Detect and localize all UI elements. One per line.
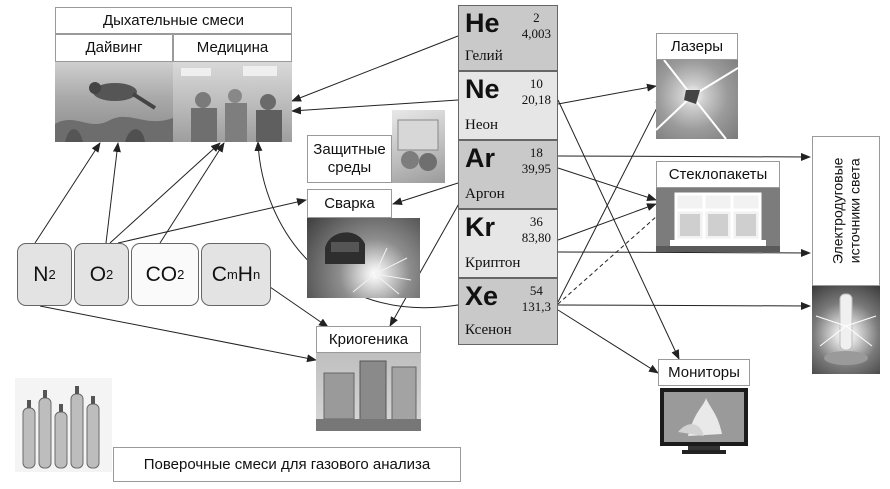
arc-light-sources-text: Электродуговые источники света	[829, 157, 862, 265]
gas-cmhn-base: C	[211, 262, 227, 286]
arrow-ne-monitors	[557, 99, 680, 360]
element-ne-symbol: Ne	[465, 74, 500, 104]
lasers-photo	[656, 60, 738, 139]
gas-n2-base: N	[33, 262, 49, 286]
gas-n2-sub: 2	[48, 267, 56, 282]
gas-cmhn-sub: m	[226, 267, 238, 282]
arrow-co2-medicine	[159, 142, 225, 244]
element-ar-number: 18	[529, 145, 543, 160]
calibration-mixes-label: Поверочные смеси для газового анализа	[113, 447, 461, 482]
cryogenics-photo	[316, 353, 421, 431]
arrow-n2-cryogenics	[39, 305, 317, 363]
diving-photo	[55, 62, 173, 142]
arc-light-sources-label: Электродуговые источники света	[812, 136, 880, 286]
element-kr-mass: 83,80	[521, 229, 551, 245]
element-xe-name: Ксенон	[465, 322, 512, 338]
element-kr-number: 36	[529, 214, 543, 229]
gas-o2-base: O	[89, 262, 107, 286]
glazing-label: Стеклопакеты	[656, 161, 780, 188]
arrow-o2-medicine	[109, 142, 221, 244]
gas-cylinders-photo	[15, 378, 112, 472]
medicine-photo	[173, 62, 292, 142]
element-he-name: Гелий	[465, 48, 503, 64]
arrow-kr-glazing	[557, 203, 657, 241]
arrow-ar-glazing	[557, 167, 657, 202]
element-he-number: 2	[533, 10, 540, 25]
arrow-n2-diving	[34, 142, 101, 244]
element-kr-symbol: Kr	[465, 212, 496, 242]
welding-photo	[307, 218, 420, 298]
arrow-xe-lasers	[557, 95, 664, 303]
arrow-xe-monitors	[557, 309, 659, 374]
monitors-label: Мониторы	[658, 359, 750, 386]
arc-lamp-photo	[812, 286, 880, 374]
arrow-ar-arclamps	[557, 152, 811, 161]
cryogenics-label: Криогеника	[316, 326, 421, 353]
protective-media-label: Защитные среды	[307, 135, 392, 183]
lasers-label: Лазеры	[656, 33, 738, 60]
arrow-xe-arclamps	[557, 301, 811, 310]
arrow-cmhn-cryogenics	[269, 286, 329, 328]
glazing-photo	[656, 188, 780, 252]
breathing-mixes-title: Дыхательные смеси	[55, 7, 292, 34]
element-ar-name: Аргон	[465, 186, 505, 202]
arrow-ne-medicine	[291, 99, 459, 115]
diving-label: Дайвинг	[55, 34, 173, 62]
medicine-label: Медицина	[173, 34, 292, 62]
protective-media-photo	[392, 110, 445, 183]
element-ar-symbol: Ar	[465, 143, 496, 173]
gas-o2-sub: 2	[106, 267, 114, 282]
arrow-ar-welding	[392, 182, 459, 206]
element-ne-name: Неон	[465, 117, 499, 133]
arrow-ne-lasers	[557, 83, 657, 105]
arrow-xe-glazing-dashed	[557, 207, 667, 305]
arrow-ar-cryogenics	[389, 199, 462, 327]
element-ne-number: 10	[529, 76, 543, 91]
element-ne-mass: 20,18	[521, 91, 551, 107]
arrow-he-medicine	[291, 35, 459, 102]
welding-label: Сварка	[307, 189, 392, 218]
arrow-kr-arclamps	[557, 248, 811, 257]
element-xe-number: 54	[529, 283, 543, 298]
element-ar-mass: 39,95	[521, 160, 551, 176]
gas-co2-base: CO	[145, 262, 178, 286]
element-he-mass: 4,003	[521, 25, 551, 41]
arrow-o2-diving	[105, 142, 121, 244]
gas-cmhn-sub2: n	[252, 267, 261, 282]
element-kr-name: Криптон	[465, 255, 521, 271]
element-xe-symbol: Xe	[465, 281, 499, 311]
element-xe-mass: 131,3	[521, 298, 551, 314]
gas-cmhn-base2: H	[237, 262, 253, 286]
element-he-symbol: He	[465, 8, 500, 38]
arrow-o2-welding	[117, 198, 307, 244]
monitor-photo	[658, 386, 750, 456]
gas-co2-sub: 2	[177, 267, 185, 282]
